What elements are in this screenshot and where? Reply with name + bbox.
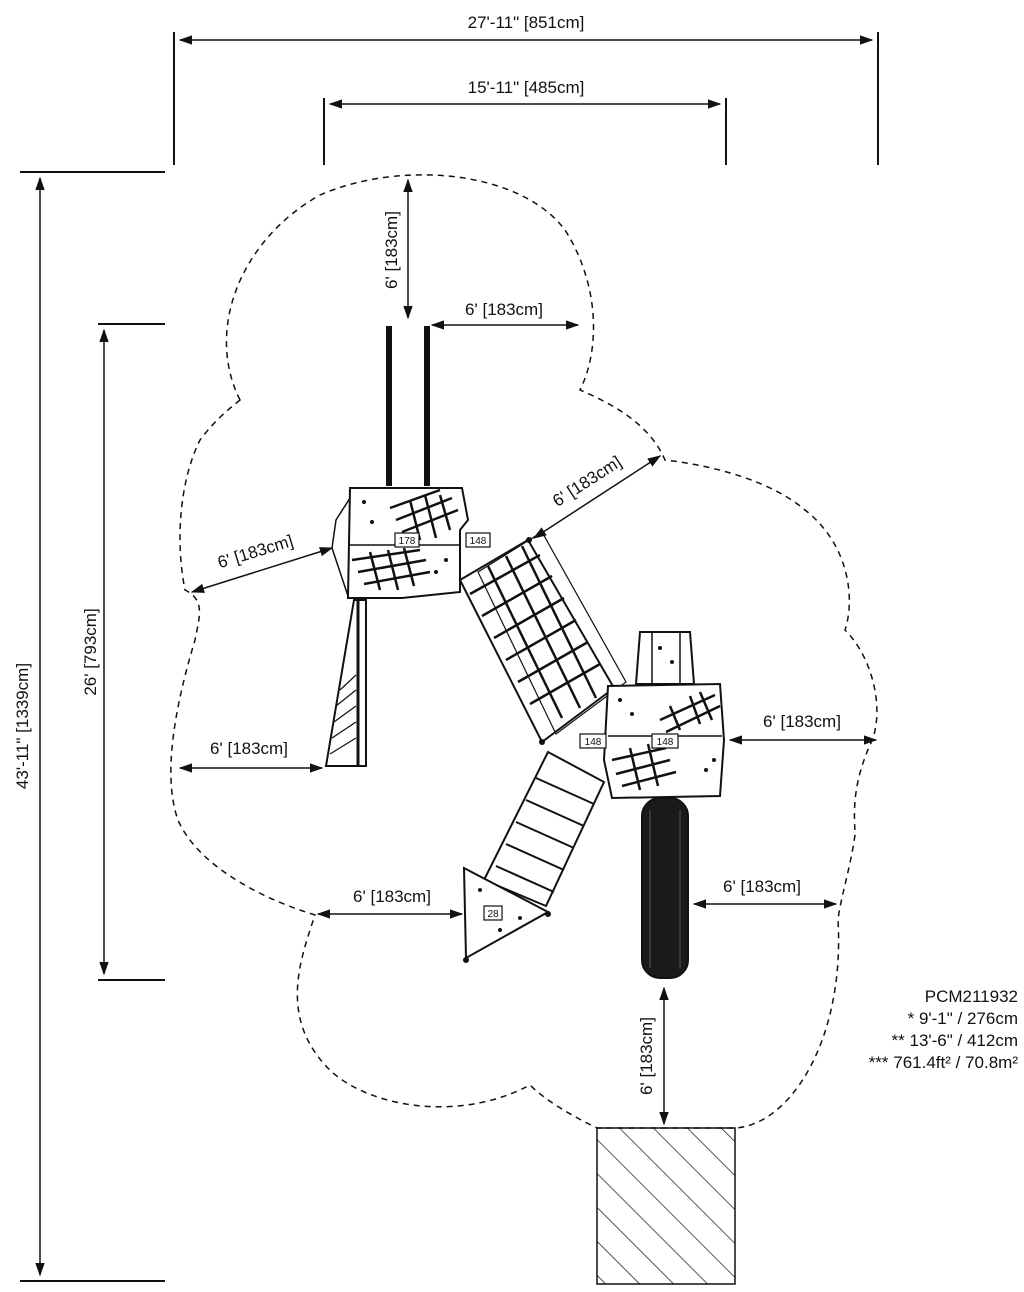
inner-width-label: 15'-11" [485cm] <box>468 78 585 97</box>
clearance-right-middle: 6' [183cm] <box>728 712 878 745</box>
deck-tag-148-b: 148 <box>585 737 602 748</box>
platform-tag-28: 28 <box>487 909 499 920</box>
model-number: PCM211932 <box>924 987 1018 1006</box>
note-line-3: *** 761.4ft² / 70.8m² <box>868 1053 1018 1072</box>
clearance-lower-left-label: 6' [183cm] <box>353 887 431 906</box>
note-line-1: * 9'-1" / 276cm <box>907 1009 1018 1028</box>
overall-length-label: 43'-11" [1339cm] <box>13 663 32 789</box>
deck-tag-178: 178 <box>399 536 416 547</box>
clearance-lower-right: 6' [183cm] <box>692 877 838 909</box>
top-post-right <box>424 326 430 486</box>
overall-length-dimension: 43'-11" [1339cm] <box>13 171 165 1282</box>
model-notes: PCM211932 * 9'-1" / 276cm ** 13'-6" / 41… <box>826 986 1018 1074</box>
note-line-2: ** 13'-6" / 412cm <box>891 1031 1018 1050</box>
clearance-bottom-vertical-label: 6' [183cm] <box>637 1017 656 1095</box>
safety-zone-outline <box>170 174 878 1129</box>
clearance-lower-right-label: 6' [183cm] <box>723 877 801 896</box>
inner-width-dimension: 15'-11" [485cm] <box>323 78 727 165</box>
clearance-bottom-vertical: 6' [183cm] <box>637 986 669 1126</box>
deck-tag-148-a: 148 <box>470 536 487 547</box>
net-climber-bridge <box>458 531 627 745</box>
clearance-upper-right-label: 6' [183cm] <box>549 452 625 510</box>
clearance-left-middle-label: 6' [183cm] <box>210 739 288 758</box>
overall-width-label: 27'-11" [851cm] <box>468 13 585 32</box>
step-ladder <box>482 750 606 908</box>
clearance-upper-left-label: 6' [183cm] <box>215 531 295 572</box>
lower-right-deck: 148 148 <box>579 631 726 800</box>
tube-slide <box>641 797 689 979</box>
clearance-left-middle: 6' [183cm] <box>178 739 324 773</box>
clearance-upper-left-diagonal: 6' [183cm] <box>190 531 334 593</box>
inner-length-dimension: 26' [793cm] <box>81 323 165 981</box>
clearance-right-middle-label: 6' [183cm] <box>763 712 841 731</box>
clearance-lower-left: 6' [183cm] <box>316 887 464 919</box>
upper-deck: 178 148 <box>331 487 491 599</box>
inner-length-label: 26' [793cm] <box>81 608 100 695</box>
triangle-platform: 28 <box>462 866 551 963</box>
clearance-top-horizontal: 6' [183cm] <box>430 300 580 330</box>
clearance-top-vertical-label: 6' [183cm] <box>382 211 401 289</box>
left-slide <box>324 599 367 767</box>
clearance-top-horizontal-label: 6' [183cm] <box>465 300 543 319</box>
clearance-top-vertical: 6' [183cm] <box>382 178 413 320</box>
deck-tag-148-c: 148 <box>657 737 674 748</box>
overall-width-dimension: 27'-11" [851cm] <box>173 13 879 165</box>
hatched-access-area <box>596 1127 736 1285</box>
top-post-left <box>386 326 392 486</box>
clearance-upper-right-diagonal: 6' [183cm] <box>532 452 662 539</box>
